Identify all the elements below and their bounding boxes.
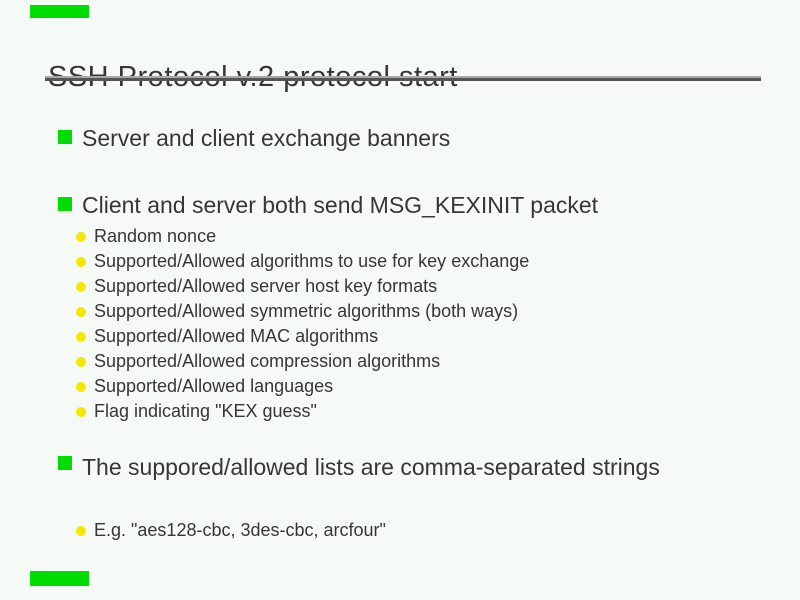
- sub-bullet-item: Random nonce: [76, 224, 529, 249]
- yellow-dot-bullet-icon: [76, 356, 86, 367]
- sub-bullet-item: Supported/Allowed algorithms to use for …: [76, 249, 529, 274]
- sub-bullet-item: Supported/Allowed symmetric algorithms (…: [76, 299, 529, 324]
- sub-bullet-label: E.g. "aes128-cbc, 3des-cbc, arcfour": [94, 520, 386, 540]
- green-square-bullet-icon: [58, 130, 72, 144]
- title-underline-rule: [45, 76, 761, 81]
- bullet-item-banners: Server and client exchange banners: [58, 123, 450, 153]
- yellow-dot-bullet-icon: [76, 256, 86, 267]
- sub-bullet-label: Supported/Allowed server host key format…: [94, 276, 438, 296]
- sub-bullet-label: Flag indicating "KEX guess": [94, 401, 317, 421]
- yellow-dot-bullet-icon: [76, 406, 86, 417]
- sub-bullet-item: Supported/Allowed server host key format…: [76, 274, 529, 299]
- sub-bullet-label: Supported/Allowed algorithms to use for …: [94, 251, 530, 271]
- green-square-bullet-icon: [58, 456, 72, 470]
- corner-accent-bar-top: [30, 5, 89, 18]
- bullet-label: Server and client exchange banners: [82, 125, 451, 151]
- yellow-dot-bullet-icon: [76, 281, 86, 292]
- sub-bullet-label: Supported/Allowed symmetric algorithms (…: [94, 301, 519, 321]
- sub-bullet-item: Flag indicating "KEX guess": [76, 399, 529, 424]
- kexinit-sub-list: Random nonce Supported/Allowed algorithm…: [76, 224, 529, 424]
- corner-accent-bar-bottom: [30, 571, 89, 586]
- sub-bullet-label: Supported/Allowed MAC algorithms: [94, 326, 379, 346]
- bullet-label: Client and server both send MSG_KEXINIT …: [82, 192, 599, 218]
- yellow-dot-bullet-icon: [76, 381, 86, 392]
- yellow-dot-bullet-icon: [76, 331, 86, 342]
- example-sub-list: E.g. "aes128-cbc, 3des-cbc, arcfour": [76, 518, 386, 543]
- sub-bullet-label: Supported/Allowed compression algorithms: [94, 351, 441, 371]
- sub-bullet-label: Supported/Allowed languages: [94, 376, 334, 396]
- yellow-dot-bullet-icon: [76, 525, 86, 536]
- yellow-dot-bullet-icon: [76, 231, 86, 242]
- yellow-dot-bullet-icon: [76, 306, 86, 317]
- sub-bullet-item: Supported/Allowed MAC algorithms: [76, 324, 529, 349]
- sub-bullet-label: Random nonce: [94, 226, 217, 246]
- bullet-item-comma-separated: The suppored/allowed lists are comma-sep…: [58, 449, 683, 486]
- sub-bullet-item: Supported/Allowed compression algorithms: [76, 349, 529, 374]
- sub-bullet-item: E.g. "aes128-cbc, 3des-cbc, arcfour": [76, 518, 386, 543]
- green-square-bullet-icon: [58, 197, 72, 211]
- sub-bullet-item: Supported/Allowed languages: [76, 374, 529, 399]
- bullet-label: The suppored/allowed lists are comma-sep…: [82, 454, 660, 480]
- bullet-item-kexinit: Client and server both send MSG_KEXINIT …: [58, 190, 598, 220]
